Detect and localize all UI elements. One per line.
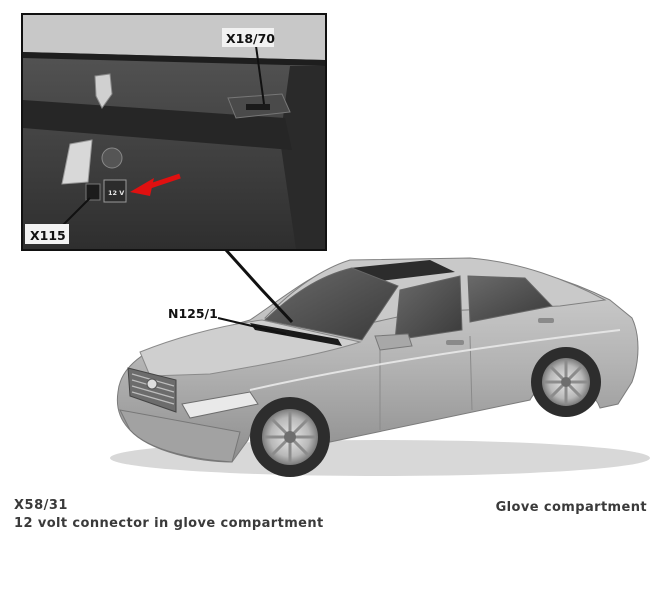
car-illustration [110, 257, 650, 477]
star-emblem [146, 378, 158, 390]
inset-knob [101, 147, 123, 169]
inset-lid-edge [23, 52, 325, 66]
x18-70-label: X18/70 [226, 31, 275, 46]
x115-label: X115 [30, 228, 66, 243]
rear-wheel [531, 347, 601, 417]
front-wheel [250, 397, 330, 477]
component-location: Glove compartment [495, 500, 647, 515]
front-bumper [119, 409, 241, 463]
x115-leader-line [59, 197, 91, 229]
door-handle-front [446, 340, 464, 345]
inset-shelf [23, 100, 292, 150]
windshield [263, 267, 399, 341]
rear-side-window [467, 275, 553, 323]
x18-70-leader-line [255, 45, 265, 105]
n125-leader-line [217, 317, 287, 335]
front-side-window [394, 275, 463, 341]
car-shadow [110, 440, 650, 476]
glove-compartment-marker [250, 323, 342, 346]
side-mirror [374, 333, 413, 351]
inset-side-wall [280, 66, 325, 249]
inset-upper-panel [23, 15, 325, 60]
x18-70-connector-slot [246, 104, 270, 110]
component-description: 12 volt connector in glove compartment [14, 516, 324, 531]
12v-socket-label: 12 V [108, 189, 124, 197]
n125-1-label: N125/1 [168, 306, 218, 321]
12v-socket [103, 179, 127, 203]
inset-lamp [61, 139, 93, 185]
x115-label-box [25, 224, 69, 244]
callout-lines [217, 248, 294, 335]
x18-70-label-box [222, 28, 274, 47]
headlight [181, 391, 259, 419]
red-arrow-icon [130, 173, 181, 196]
x115-socket [85, 183, 101, 201]
door-handle-rear [538, 318, 554, 323]
beltline [249, 329, 621, 391]
component-code: X58/31 [14, 498, 68, 513]
inset-clip [94, 73, 113, 109]
inset-to-car-line [224, 248, 294, 324]
inset-detail-view: 12 V X18/70 X115 [21, 13, 327, 251]
sunroof [350, 260, 455, 282]
